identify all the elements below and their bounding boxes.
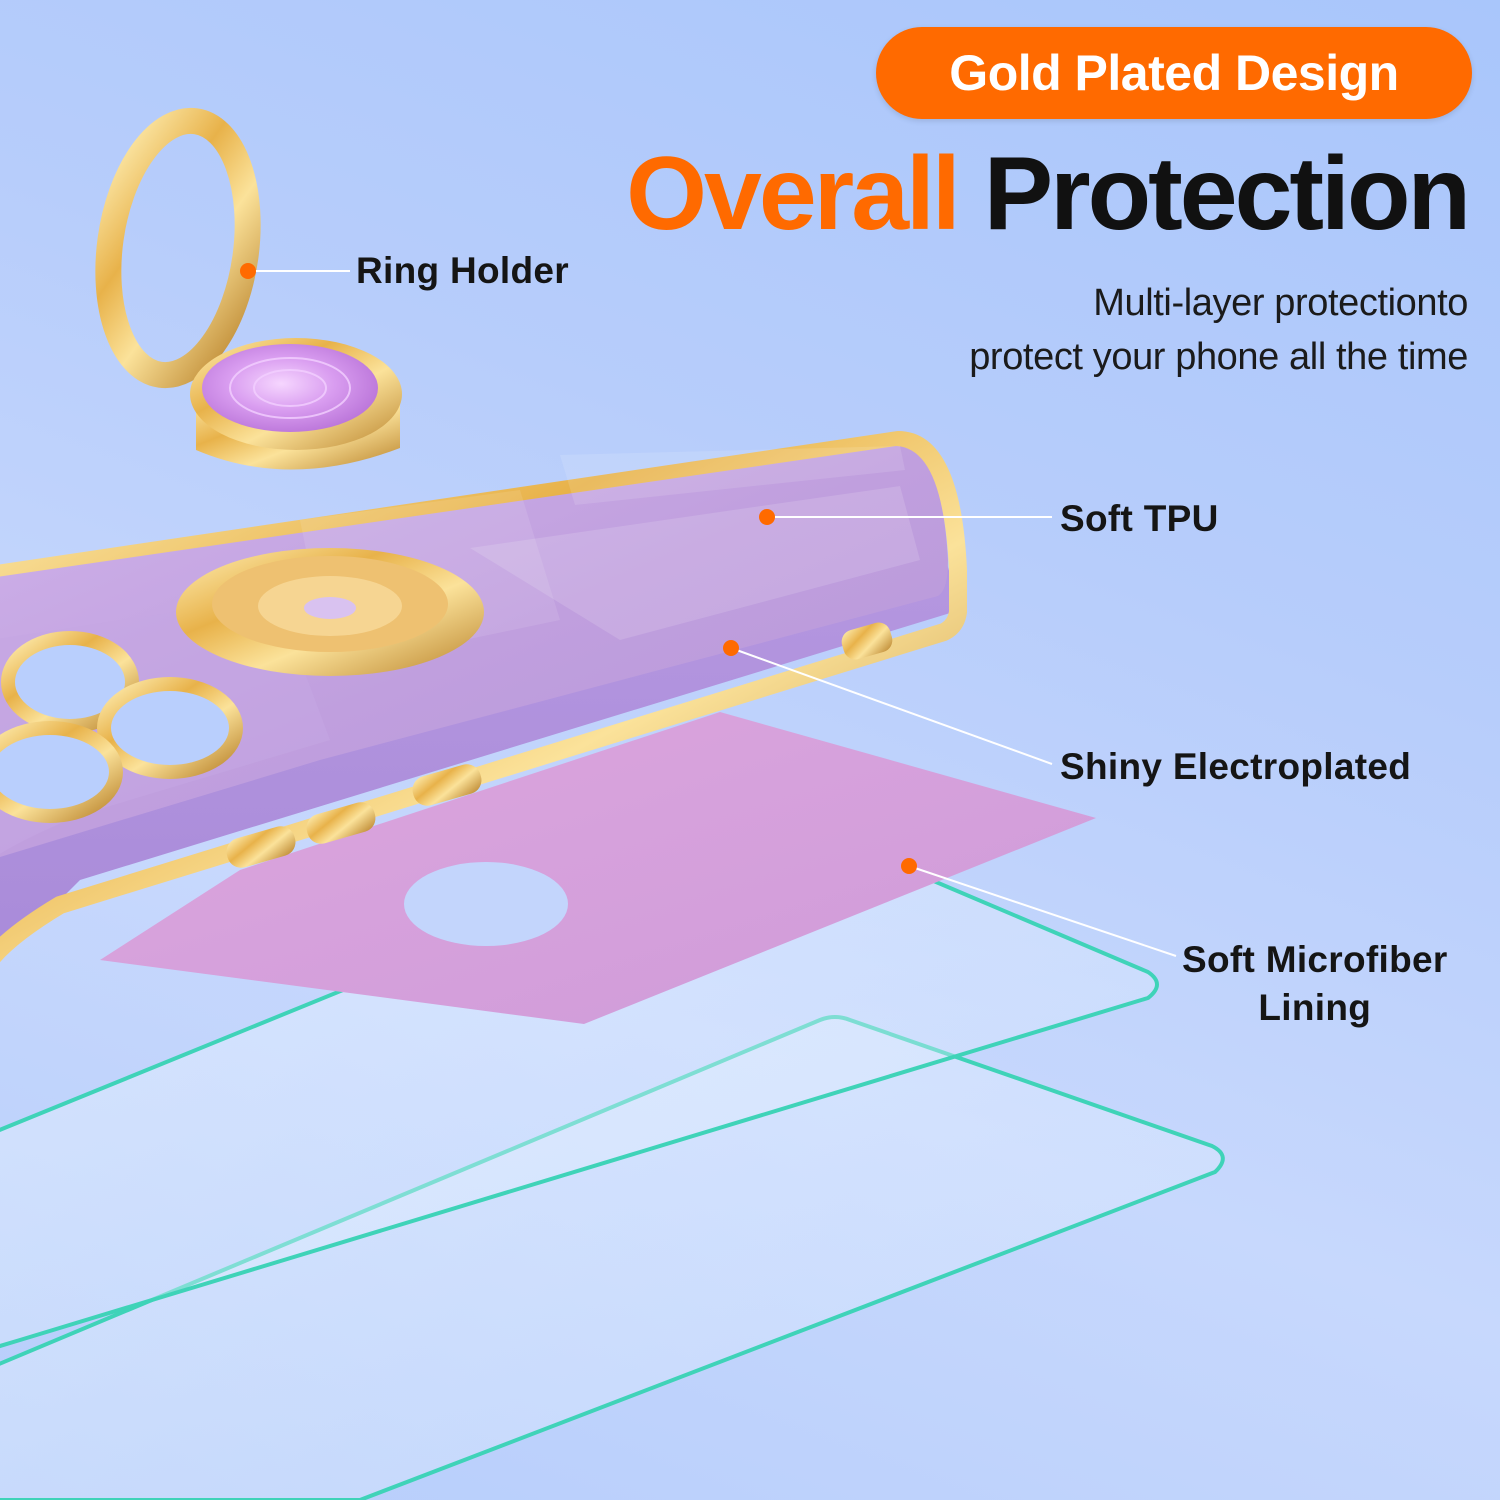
callout-dot-microfiber [901, 858, 917, 874]
title-main: Protection [983, 136, 1471, 252]
callout-dot-tpu [759, 509, 775, 525]
label-ring-holder: Ring Holder [356, 250, 569, 291]
ring-holder-base [176, 548, 484, 676]
subtitle-line-1: Multi-layer protectionto [1093, 282, 1468, 324]
phone-case [0, 431, 967, 963]
label-soft-tpu: Soft TPU [1060, 498, 1219, 539]
microfiber-lining-sheet [100, 712, 1096, 1024]
badge-text: Gold Plated Design [949, 45, 1399, 101]
ring-holder-icon [95, 107, 402, 470]
camera-lens-icon [0, 631, 243, 823]
subtitle: Multi-layer protectionto protect your ph… [969, 276, 1468, 384]
subtitle-line-2: protect your phone all the time [969, 336, 1468, 378]
title-accent: Overall [626, 136, 961, 252]
page-title: Overall Protection [626, 139, 1471, 249]
callout-dot-shiny [723, 640, 739, 656]
callout-lines [240, 263, 1177, 957]
label-shiny-electroplated: Shiny Electroplated [1060, 746, 1412, 787]
label-microfiber-line-2: Lining [1258, 987, 1372, 1028]
label-soft-microfiber-lining: Soft Microfiber Lining [1182, 936, 1448, 1032]
callout-dot-ring [240, 263, 256, 279]
gold-plated-badge: Gold Plated Design [876, 27, 1472, 119]
label-microfiber-line-1: Soft Microfiber [1182, 939, 1448, 980]
side-button-icon [226, 622, 893, 868]
